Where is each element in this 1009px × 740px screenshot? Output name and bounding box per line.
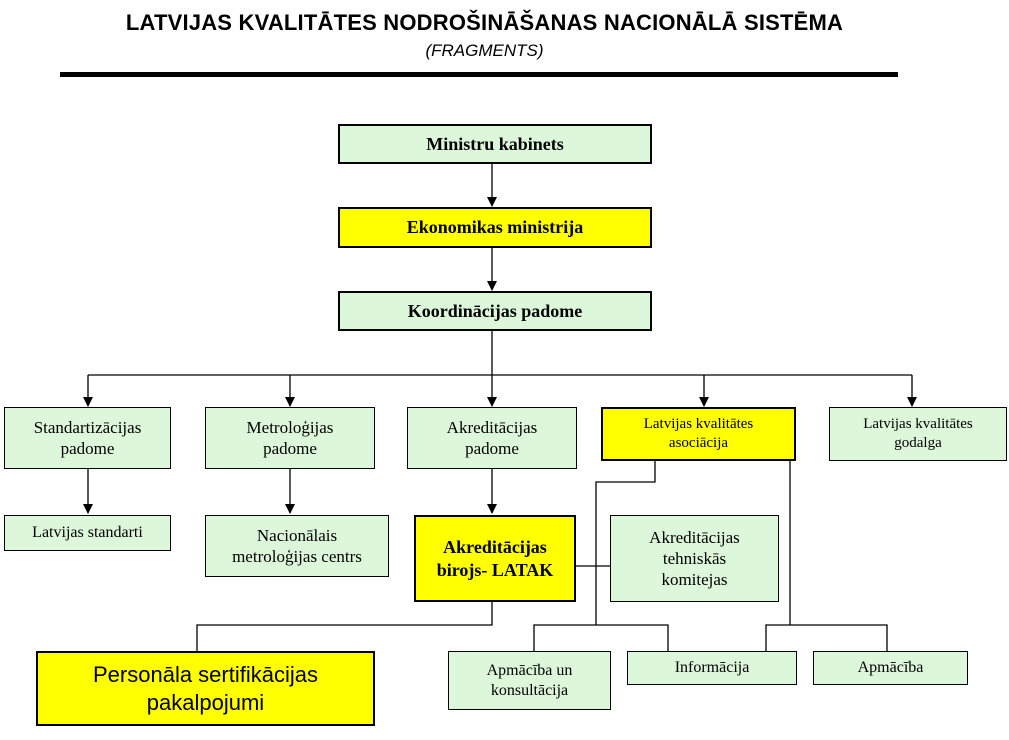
node-koordinacijas-padome: Koordinācijas padome: [338, 291, 652, 331]
node-latvijas-standarti: Latvijas standarti: [4, 515, 171, 551]
node-personala-sertifikacija: Personāla sertifikācijas pakalpojumi: [36, 651, 375, 726]
line-bracket-right: [765, 624, 888, 651]
node-kvalitates-asociacija: Latvijas kvalitātes asociācija: [601, 407, 796, 461]
diagram-subtitle: (FRAGMENTS): [425, 41, 544, 60]
diagram-title: LATVIJAS KVALITĀTES NODROŠINĀŠANAS NACIO…: [125, 10, 844, 35]
line-birojs-personala: [196, 602, 493, 651]
node-metrologijas-padome: Metroloģijas padome: [205, 407, 375, 469]
node-akreditacijas-padome: Akreditācijas padome: [407, 407, 577, 469]
node-tehniskas-komitejas: Akreditācijas tehniskās komitejas: [610, 515, 779, 602]
node-apmaciba-konsultacija: Apmācība un konsultācija: [448, 651, 611, 710]
line-bracket-left: [533, 624, 669, 651]
title-rule: [60, 72, 898, 77]
node-standartizacijas-padome: Standartizācijas padome: [4, 407, 171, 469]
node-ekonomikas-ministrija: Ekonomikas ministrija: [338, 207, 652, 248]
line-asoc-left: [595, 461, 656, 625]
node-ministru-kabinets: Ministru kabinets: [338, 124, 652, 164]
node-akreditacijas-birojs: Akreditācijas birojs- LATAK: [414, 515, 576, 602]
node-nacionalais-centrs: Nacionālais metroloģijas centrs: [205, 515, 389, 577]
node-kvalitates-godalga: Latvijas kvalitātes godalga: [829, 407, 1007, 461]
node-informacija: Informācija: [627, 651, 797, 685]
node-apmaciba: Apmācība: [813, 651, 968, 685]
